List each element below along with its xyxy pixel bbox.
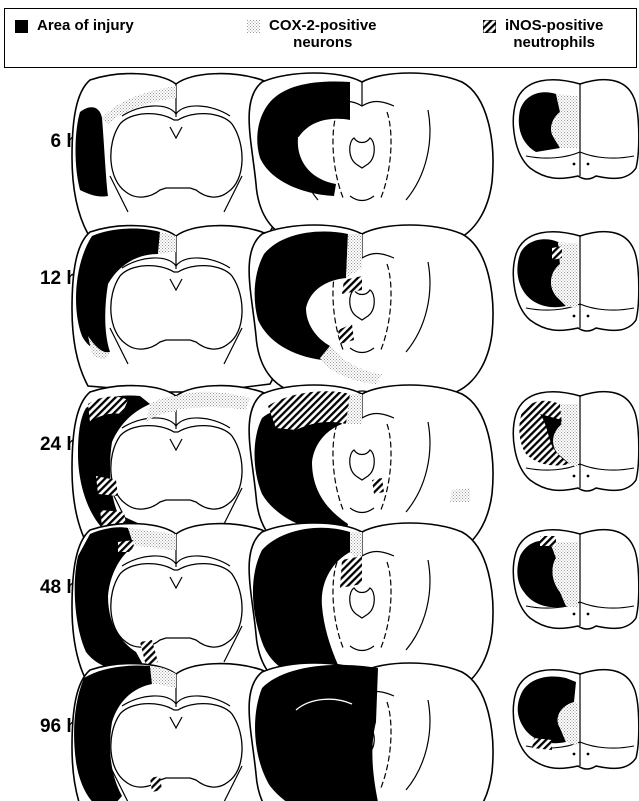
inos-area-frontal-48h bbox=[540, 536, 556, 546]
row-12h-sections bbox=[72, 225, 639, 401]
inos-area-mid-48h bbox=[340, 556, 362, 588]
row-96h-sections bbox=[72, 663, 639, 801]
row-6h-sections bbox=[72, 73, 639, 249]
inos-area-frontal-96h bbox=[532, 738, 552, 750]
inos-area-frontal-12h bbox=[552, 246, 562, 260]
inos-area-anterior-96h bbox=[150, 776, 162, 792]
injury-area-mid-96h bbox=[255, 665, 378, 801]
